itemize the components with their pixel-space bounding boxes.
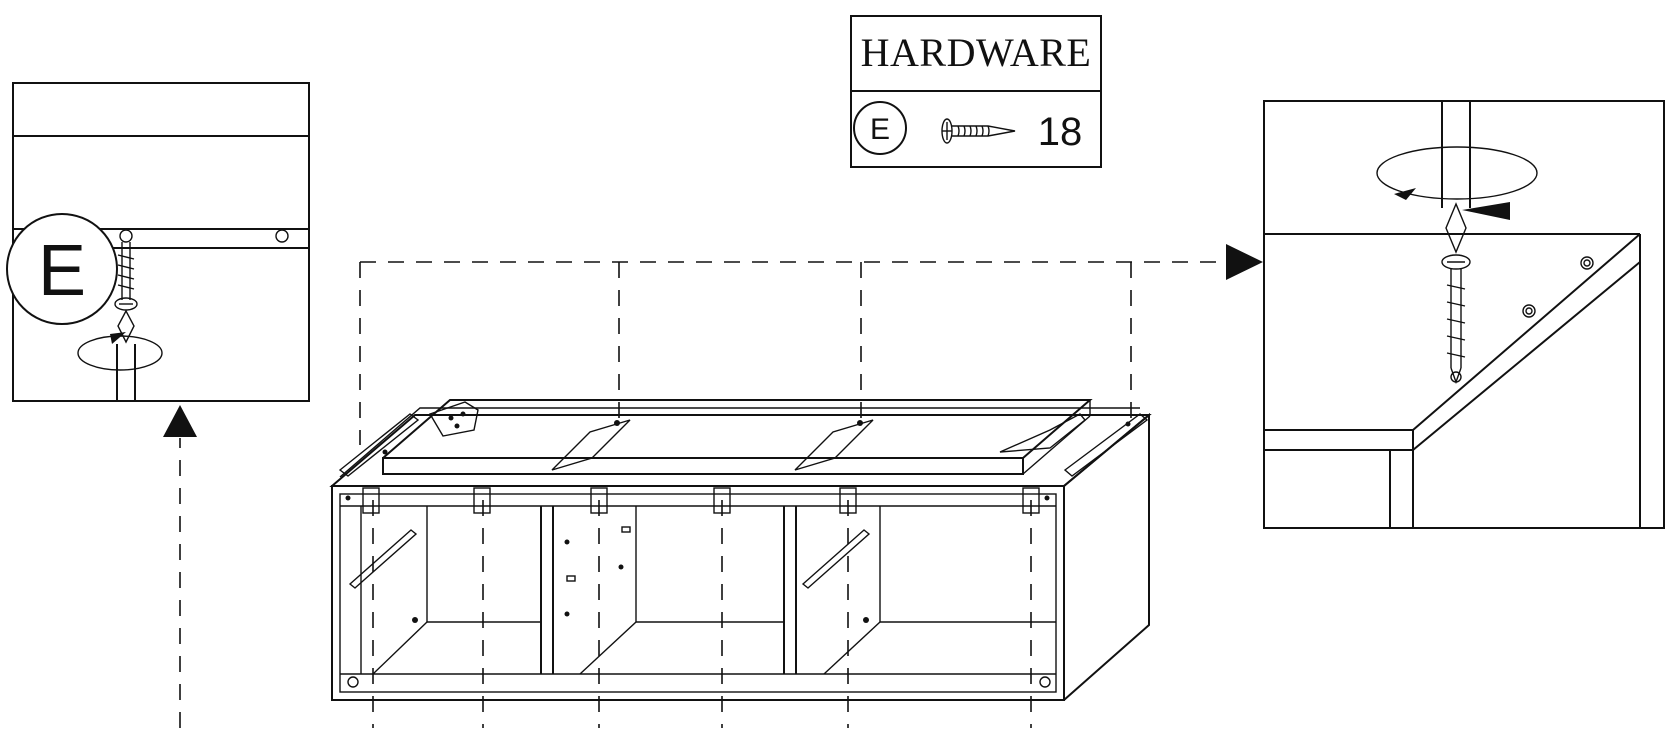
hardware-title: HARDWARE bbox=[861, 30, 1092, 75]
detail-left-letter-circle bbox=[6, 213, 118, 325]
detail-left-letter: E bbox=[38, 231, 86, 311]
hardware-quantity: 18 bbox=[1038, 110, 1083, 154]
detail-right bbox=[1263, 100, 1665, 529]
corner-brackets bbox=[362, 487, 1040, 514]
arrow-up-icon bbox=[163, 405, 197, 728]
detail-right-frame bbox=[1263, 100, 1665, 529]
screwdriver-icon bbox=[1376, 101, 1538, 254]
detail-left-screw bbox=[114, 242, 138, 311]
screwdriver-icon bbox=[77, 309, 163, 401]
part-letter-circle bbox=[853, 101, 907, 155]
detail-left: E bbox=[6, 82, 310, 402]
drawer-slide-left bbox=[348, 529, 418, 589]
arrow-right-icon bbox=[359, 244, 1263, 445]
cabinet bbox=[329, 399, 1152, 728]
detail-right-screw bbox=[1441, 254, 1471, 385]
drawer-slide-right bbox=[801, 529, 871, 589]
part-letter: E bbox=[870, 113, 890, 146]
hardware-box: HARDWARE E 18 bbox=[850, 15, 1102, 168]
screw-icon bbox=[941, 118, 1016, 144]
top-frame bbox=[338, 399, 1149, 477]
